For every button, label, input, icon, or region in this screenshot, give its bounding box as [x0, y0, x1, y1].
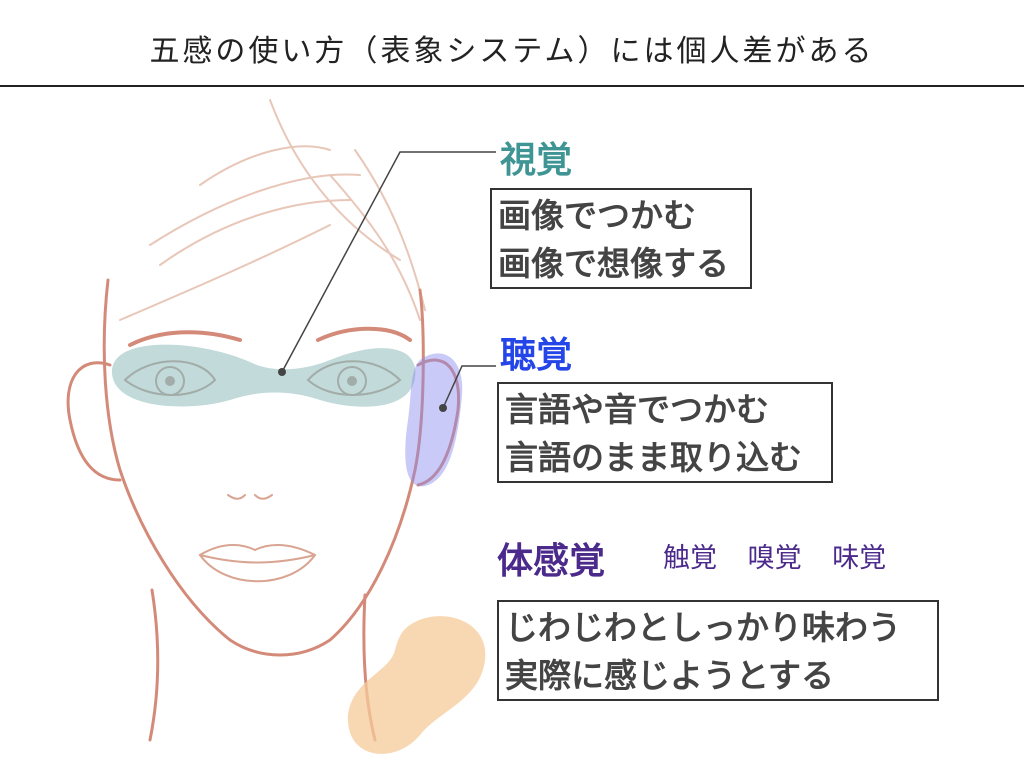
kinesthetic-highlight	[347, 616, 486, 754]
auditory-highlight	[405, 353, 463, 487]
subsense-taste: 味覚	[832, 543, 887, 574]
auditory-heading: 聴覚	[500, 334, 573, 376]
auditory-description-box: 言語や音でつかむ 言語のまま取り込む	[497, 382, 833, 483]
visual-heading: 視覚	[500, 139, 573, 181]
subsense-smell: 嗅覚	[747, 543, 802, 574]
visual-line-1: 画像でつかむ	[498, 196, 696, 235]
auditory-line-2: 言語のまま取り込む	[505, 438, 802, 477]
page-title: 五感の使い方（表象システム）には個人差がある	[149, 34, 875, 69]
visual-line-2: 画像で想像する	[498, 244, 729, 283]
title-divider	[0, 85, 1024, 87]
kinesthetic-heading: 体感覚	[497, 540, 606, 582]
kinesthetic-description-box: じわじわとしっかり味わう 実際に感じようとする	[497, 600, 939, 701]
visual-description-box: 画像でつかむ 画像で想像する	[490, 188, 752, 289]
kinesthetic-subsenses: 触覚 嗅覚 味覚	[663, 536, 908, 575]
kinesthetic-line-2: 実際に感じようとする	[505, 656, 835, 695]
kinesthetic-line-1: じわじわとしっかり味わう	[505, 608, 901, 647]
visual-highlight	[111, 344, 416, 407]
auditory-line-1: 言語や音でつかむ	[505, 390, 769, 429]
subsense-touch: 触覚	[663, 543, 717, 574]
